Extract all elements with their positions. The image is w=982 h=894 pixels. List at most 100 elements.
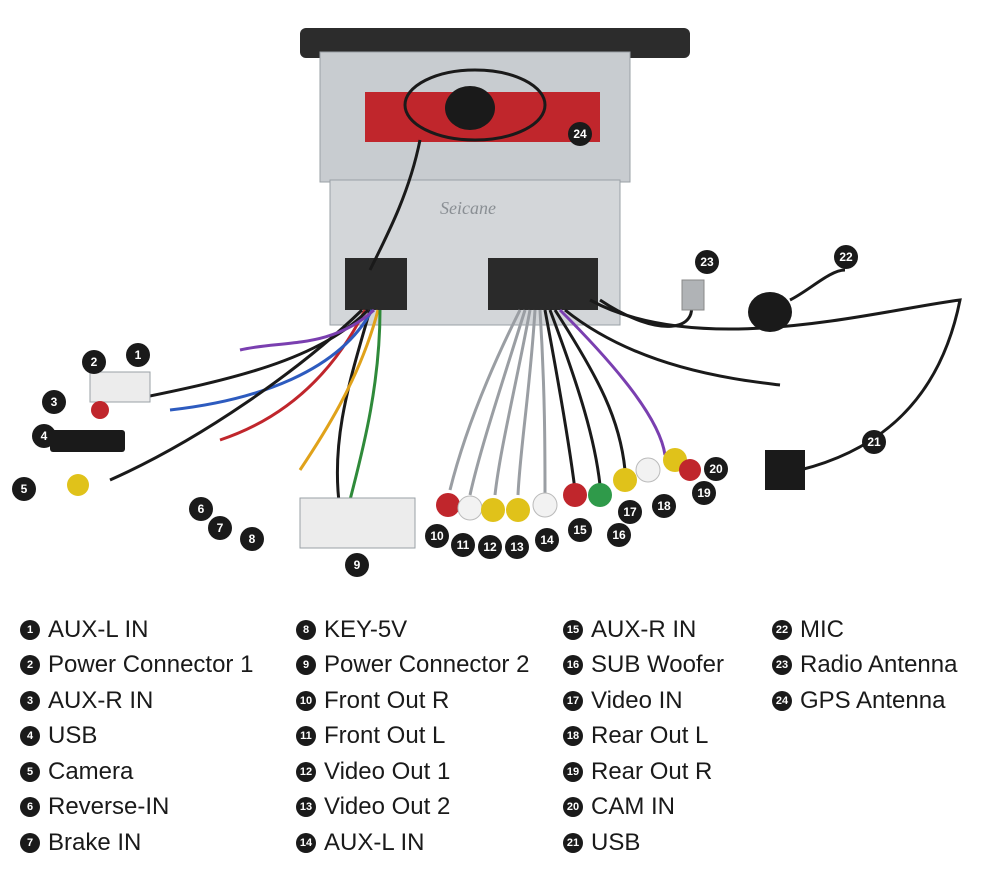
legend-number: 4: [20, 726, 40, 747]
legend-label: SUB Woofer: [591, 651, 724, 679]
legend-label: USB: [48, 722, 98, 750]
legend-number: 18: [563, 726, 583, 747]
marker-20: 20: [704, 457, 728, 481]
legend-number: 10: [296, 690, 316, 711]
legend-label: Power Connector 2: [324, 651, 530, 679]
marker-6: 6: [189, 497, 213, 521]
legend-item: 24 GPS Antenna: [772, 683, 957, 719]
marker-4: 4: [32, 424, 56, 448]
legend-item: 7 Brake IN: [20, 825, 253, 861]
marker-10: 10: [425, 524, 449, 548]
legend-item: 1 AUX-L IN: [20, 612, 253, 648]
marker-9: 9: [345, 553, 369, 577]
legend-number: 1: [20, 619, 40, 640]
marker-1: 1: [126, 343, 150, 367]
legend-label: KEY-5V: [324, 615, 408, 643]
legend-number: 22: [772, 619, 792, 640]
legend-number: 9: [296, 655, 316, 676]
aux-r-in-rca: [91, 401, 109, 419]
marker-17: 17: [618, 500, 642, 524]
legend-number: 7: [20, 832, 40, 853]
legend-label: Rear Out R: [591, 757, 713, 785]
legend-label: AUX-L IN: [324, 828, 425, 856]
marker-15: 15: [568, 518, 592, 542]
rca-plugs: [436, 448, 701, 522]
legend-number: 19: [563, 761, 583, 782]
legend-item: 16 SUB Woofer: [563, 648, 724, 684]
legend-label: Power Connector 1: [48, 651, 254, 679]
legend-label: Video IN: [591, 686, 683, 714]
legend-item: 21 USB: [563, 825, 724, 861]
radio-antenna-connector: [681, 279, 705, 311]
legend-number: 21: [563, 832, 583, 853]
legend-number: 5: [20, 761, 40, 782]
wiring-illustration: Seicane: [50, 28, 962, 549]
marker-13: 13: [505, 535, 529, 559]
marker-11: 11: [451, 533, 475, 557]
mic: [748, 292, 792, 332]
marker-3: 3: [42, 390, 66, 414]
legend-label: CAM IN: [591, 793, 675, 821]
marker-7: 7: [208, 516, 232, 540]
legend-number: 15: [563, 619, 583, 640]
legend-number: 3: [20, 690, 40, 711]
legend-number: 17: [563, 690, 583, 711]
marker-18: 18: [652, 494, 676, 518]
legend-label: Rear Out L: [591, 722, 709, 750]
legend-item: 9 Power Connector 2: [296, 648, 529, 684]
legend-label: Front Out R: [324, 686, 450, 714]
legend-item: 11 Front Out L: [296, 719, 529, 755]
legend-label: Front Out L: [324, 722, 446, 750]
marker-22: 22: [834, 245, 858, 269]
legend-label: Radio Antenna: [800, 651, 958, 679]
legend-number: 24: [772, 690, 792, 711]
legend-label: AUX-L IN: [48, 615, 149, 643]
legend-label: Video Out 2: [324, 793, 451, 821]
gps-antenna: [368, 68, 547, 271]
legend-item: 18 Rear Out L: [563, 719, 724, 755]
legend-number: 13: [296, 797, 316, 818]
marker-21: 21: [862, 430, 886, 454]
usb-socket: [765, 450, 805, 490]
marker-23: 23: [695, 250, 719, 274]
legend-label: AUX-R IN: [48, 686, 154, 714]
legend-number: 11: [296, 726, 316, 747]
gps-antenna-puck: [445, 86, 495, 130]
legend-label: USB: [591, 828, 641, 856]
marker-12: 12: [478, 535, 502, 559]
legend-label: GPS Antenna: [800, 686, 946, 714]
legend-number: 16: [563, 655, 583, 676]
marker-5: 5: [12, 477, 36, 501]
right-harness-socket: [488, 258, 598, 310]
legend-item: 4 USB: [20, 719, 253, 755]
brand-watermark: Seicane: [440, 198, 496, 218]
camera-rca: [67, 474, 89, 496]
legend-item: 17 Video IN: [563, 683, 724, 719]
legend-label: Video Out 1: [324, 757, 451, 785]
head-unit-top-trim: [300, 28, 690, 58]
power-connector-2: [299, 497, 416, 549]
power-connector-1: [89, 371, 151, 403]
legend-label: MIC: [800, 615, 844, 643]
marker-16: 16: [607, 523, 631, 547]
legend-label: Brake IN: [48, 828, 142, 856]
right-harness: [448, 298, 962, 496]
legend-item: 19 Rear Out R: [563, 754, 724, 790]
legend-item: 15 AUX-R IN: [563, 612, 724, 648]
legend-number: 20: [563, 797, 583, 818]
left-harness-socket: [345, 258, 407, 310]
legend-label: AUX-R IN: [591, 615, 697, 643]
legend-item: 22 MIC: [772, 612, 957, 648]
legend-item: 13 Video Out 2: [296, 790, 529, 826]
